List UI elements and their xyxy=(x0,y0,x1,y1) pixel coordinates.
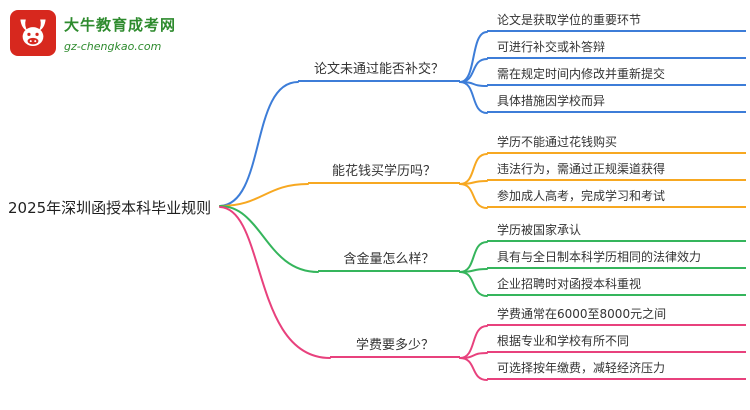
leaf-label: 参加成人高考，完成学习和考试 xyxy=(497,189,666,203)
connector-root-branch2 xyxy=(219,205,319,273)
connector-branch0-leaf1 xyxy=(459,58,488,83)
leaf-label: 违法行为，需通过正规渠道获得 xyxy=(497,162,666,176)
connector-branch2-leaf2 xyxy=(459,271,488,297)
leaf-node: 需在规定时间内修改并重新提交 xyxy=(487,66,746,86)
branch-node-value: 含金量怎么样？ xyxy=(318,250,460,272)
connector-root-branch0 xyxy=(219,81,299,207)
bull-logo-icon xyxy=(10,10,56,56)
connector-root-branch3 xyxy=(219,206,331,359)
site-logo: 大牛教育成考网 gz-chengkao.com xyxy=(10,10,176,56)
leaf-node: 企业招聘时对函授本科重视 xyxy=(487,276,746,296)
leaf-node: 可选择按年缴费，减轻经济压力 xyxy=(487,360,746,380)
branch-label: 能花钱买学历吗？ xyxy=(331,164,436,179)
connector-branch0-leaf3 xyxy=(459,81,488,114)
leaf-label: 学历被国家承认 xyxy=(497,223,582,237)
leaf-label: 学历不能通过花钱购买 xyxy=(497,135,618,149)
connector-branch3-leaf1 xyxy=(459,352,488,359)
leaf-label: 具体措施因学校而异 xyxy=(497,94,606,108)
leaf-node: 学历不能通过花钱购买 xyxy=(487,134,746,154)
connector-branch1-leaf0 xyxy=(459,153,488,185)
leaf-node: 具有与全日制本科学历相同的法律效力 xyxy=(487,249,746,269)
branch-node-tuition: 学费要多少？ xyxy=(330,336,460,358)
leaf-label: 企业招聘时对函授本科重视 xyxy=(497,277,642,291)
branch-node-buy-diploma: 能花钱买学历吗？ xyxy=(308,162,460,184)
leaf-node: 学费通常在6000至8000元之间 xyxy=(487,306,746,326)
connector-branch3-leaf2 xyxy=(459,357,488,381)
leaf-label: 可进行补交或补答辩 xyxy=(497,40,606,54)
leaf-node: 参加成人高考，完成学习和考试 xyxy=(487,188,746,208)
leaf-node: 学历被国家承认 xyxy=(487,222,746,242)
leaf-label: 具有与全日制本科学历相同的法律效力 xyxy=(497,250,702,264)
leaf-label: 论文是获取学位的重要环节 xyxy=(497,13,642,27)
logo-url: gz-chengkao.com xyxy=(64,40,162,53)
connector-root-branch1 xyxy=(219,183,309,207)
connector-branch0-leaf0 xyxy=(459,31,488,83)
leaf-label: 学费通常在6000至8000元之间 xyxy=(497,307,667,321)
branch-label: 含金量怎么样？ xyxy=(343,252,435,267)
leaf-label: 需在规定时间内修改并重新提交 xyxy=(497,67,666,81)
root-node-label: 2025年深圳函授本科毕业规则 xyxy=(8,199,212,217)
leaf-label: 可选择按年缴费，减轻经济压力 xyxy=(497,361,666,375)
leaf-node: 违法行为，需通过正规渠道获得 xyxy=(487,161,746,181)
branch-label: 学费要多少？ xyxy=(355,338,434,353)
root-node: 2025年深圳函授本科毕业规则 xyxy=(8,197,211,218)
logo-title: 大牛教育成考网 xyxy=(64,16,177,34)
leaf-node: 可进行补交或补答辩 xyxy=(487,39,746,59)
branch-node-thesis-resubmit: 论文未通过能否补交？ xyxy=(298,60,460,82)
leaf-node: 具体措施因学校而异 xyxy=(487,93,746,113)
connector-branch1-leaf2 xyxy=(459,183,488,209)
leaf-label: 根据专业和学校有所不同 xyxy=(497,334,630,348)
leaf-node: 根据专业和学校有所不同 xyxy=(487,333,746,353)
connector-branch2-leaf0 xyxy=(459,241,488,273)
logo-text-block: 大牛教育成考网 gz-chengkao.com xyxy=(64,10,176,53)
leaf-node: 论文是获取学位的重要环节 xyxy=(487,12,746,32)
branch-label: 论文未通过能否补交？ xyxy=(313,62,444,77)
